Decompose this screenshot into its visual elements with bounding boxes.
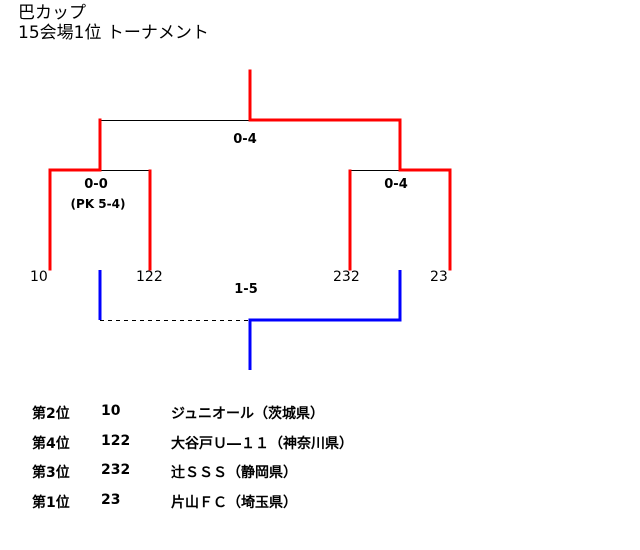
team-slot-4: 23	[430, 269, 448, 285]
champion-path	[248, 69, 452, 271]
third-place-score: 1-5	[234, 282, 258, 297]
result-number: 122	[101, 433, 131, 449]
third-place-winner-path	[248, 270, 402, 370]
semi-left-winner-path	[48, 118, 102, 271]
result-number: 23	[101, 492, 121, 508]
result-number: 232	[101, 462, 131, 478]
result-rank: 第2位	[32, 406, 70, 422]
result-team: ジュニオール（茨城県）	[171, 406, 325, 422]
semi-right-score: 0-4	[384, 177, 408, 192]
semi-left-pk-score: (PK 5-4)	[70, 197, 126, 211]
result-team: 辻ＳＳＳ（静岡県）	[171, 465, 297, 481]
result-rank: 第4位	[32, 436, 70, 452]
team-slot-1: 10	[30, 269, 48, 285]
result-rank: 第3位	[32, 465, 70, 481]
result-team: 大谷戸Ｕ―１１（神奈川県）	[171, 436, 353, 452]
team-slot-3: 232	[333, 269, 360, 285]
result-number: 10	[101, 403, 121, 419]
semi-left-score: 0-0	[84, 177, 108, 192]
final-score: 0-4	[233, 132, 257, 147]
tournament-name: 巴カップ	[18, 3, 86, 23]
result-team: 片山ＦＣ（埼玉県）	[171, 495, 297, 511]
team-slot-2: 122	[136, 269, 163, 285]
tournament-subtitle: 15会場1位 トーナメント	[18, 23, 209, 43]
result-rank: 第1位	[32, 495, 70, 511]
